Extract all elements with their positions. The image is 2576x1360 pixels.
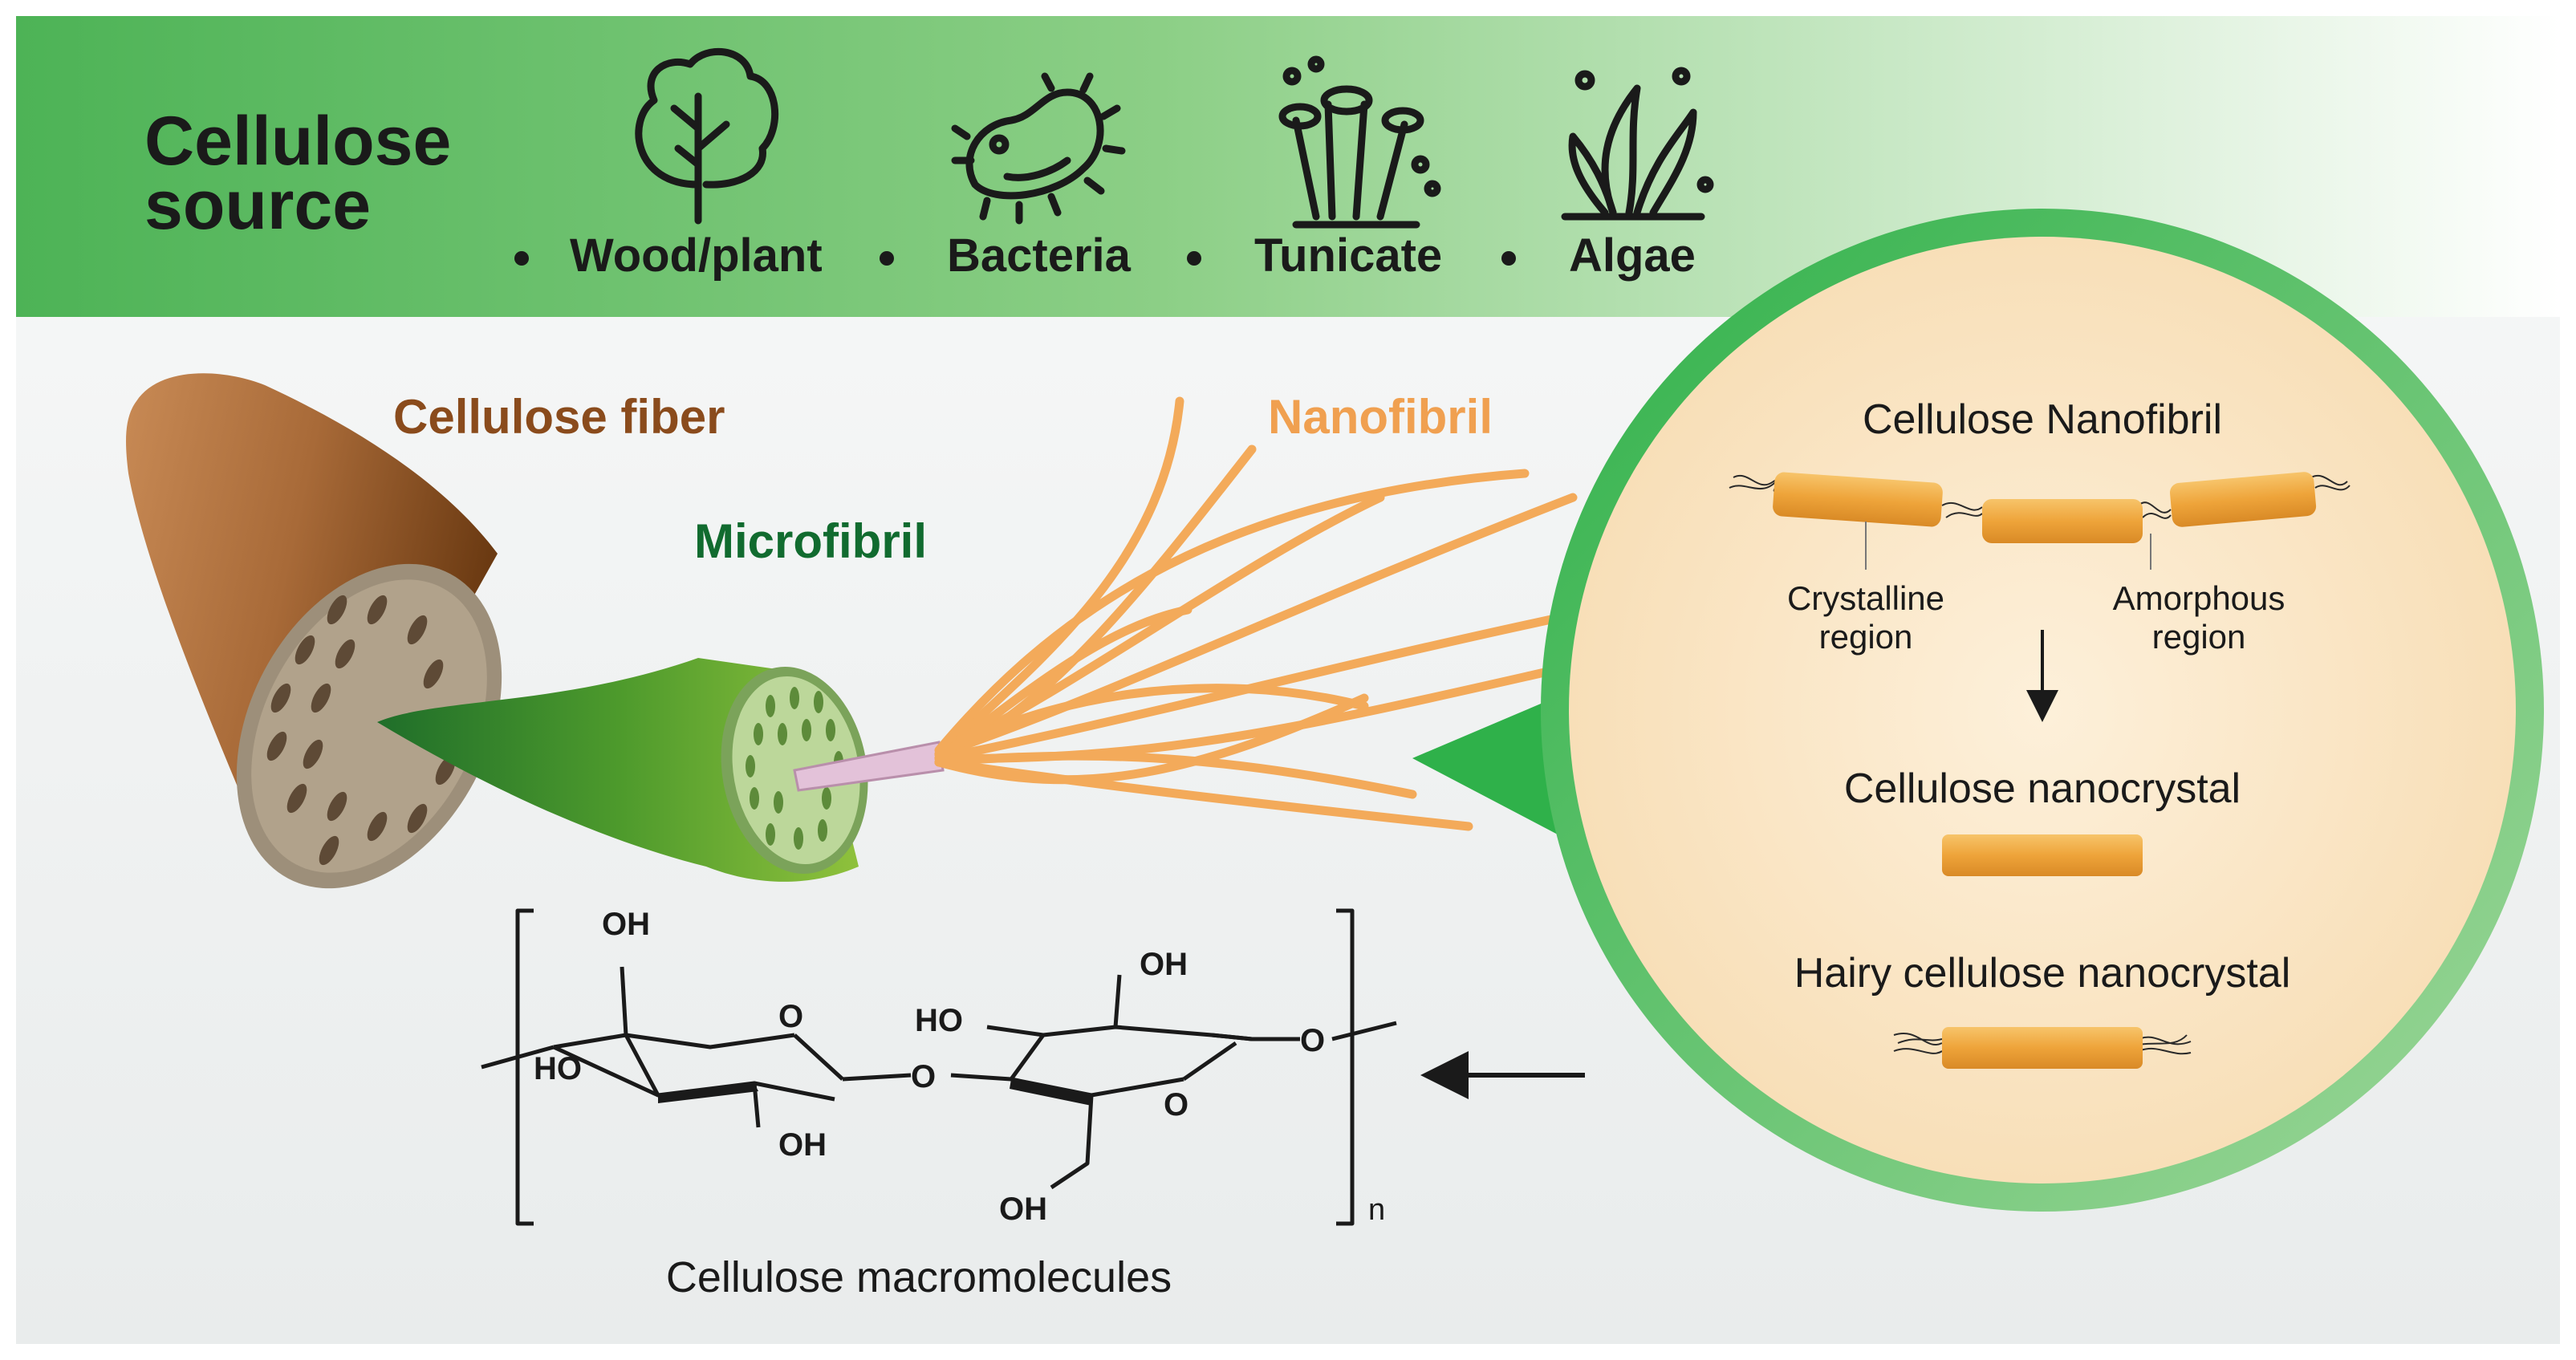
oh-label: OH	[602, 907, 650, 942]
algae-icon	[1561, 67, 1714, 221]
inset-title: Cellulose Nanofibril	[1863, 396, 2222, 443]
nanofibril-strands	[934, 396, 1602, 831]
tree-icon	[635, 48, 779, 225]
source-label-wood-plant: Wood/plant	[570, 229, 823, 282]
bullet	[1501, 251, 1516, 266]
repeat-n-label: n	[1368, 1193, 1385, 1227]
source-label-tunicate: Tunicate	[1254, 229, 1442, 282]
bullet	[514, 251, 529, 266]
hairy-cnc-label: Hairy cellulose nanocrystal	[1794, 950, 2291, 997]
header-title-line1: Cellulose	[144, 103, 451, 180]
header-title-line2: source	[144, 167, 371, 244]
amorphous-label-line1: Amorphous	[2113, 579, 2285, 617]
cellulose-structure	[481, 908, 1397, 1226]
bold-bond	[1010, 1079, 1091, 1106]
ring-oxygen-label: O	[1164, 1087, 1188, 1123]
cellulose-fiber-label: Cellulose fiber	[393, 390, 725, 444]
crystalline-label-line2: region	[1819, 618, 1913, 656]
bridge-oxygen-label: O	[911, 1059, 936, 1094]
amorphous-label-line2: region	[2152, 618, 2246, 656]
microfibril-label: Microfibril	[694, 514, 927, 568]
zoom-wedge	[1412, 690, 1573, 842]
source-label-algae: Algae	[1569, 229, 1696, 282]
bold-bond	[658, 1083, 758, 1103]
oh-label: OH	[1140, 947, 1188, 982]
ho-label: HO	[534, 1051, 582, 1086]
cnc-rod	[1942, 834, 2143, 876]
tunicate-icon	[1278, 55, 1441, 229]
source-label-bacteria: Bacteria	[947, 229, 1132, 282]
nanofibril-segments	[1729, 472, 2350, 570]
cellulose-fiber-shape	[126, 373, 502, 889]
cnc-label: Cellulose nanocrystal	[1844, 765, 2241, 812]
terminal-oxygen-label: O	[1300, 1023, 1325, 1058]
bullet	[1187, 251, 1201, 266]
ring-oxygen-label: O	[778, 999, 803, 1034]
oh-label: OH	[778, 1127, 827, 1163]
oh-label: OH	[999, 1192, 1047, 1227]
bullet	[880, 251, 894, 266]
bacteria-icon	[951, 72, 1126, 225]
molecule-caption: Cellulose macromolecules	[666, 1253, 1172, 1301]
hairy-cnc-rod	[1893, 1027, 2192, 1069]
nanofibril-label: Nanofibril	[1268, 390, 1493, 444]
fibril-connector	[793, 741, 945, 792]
ho-label: HO	[915, 1003, 963, 1038]
crystalline-label-line1: Crystalline	[1787, 579, 1944, 617]
